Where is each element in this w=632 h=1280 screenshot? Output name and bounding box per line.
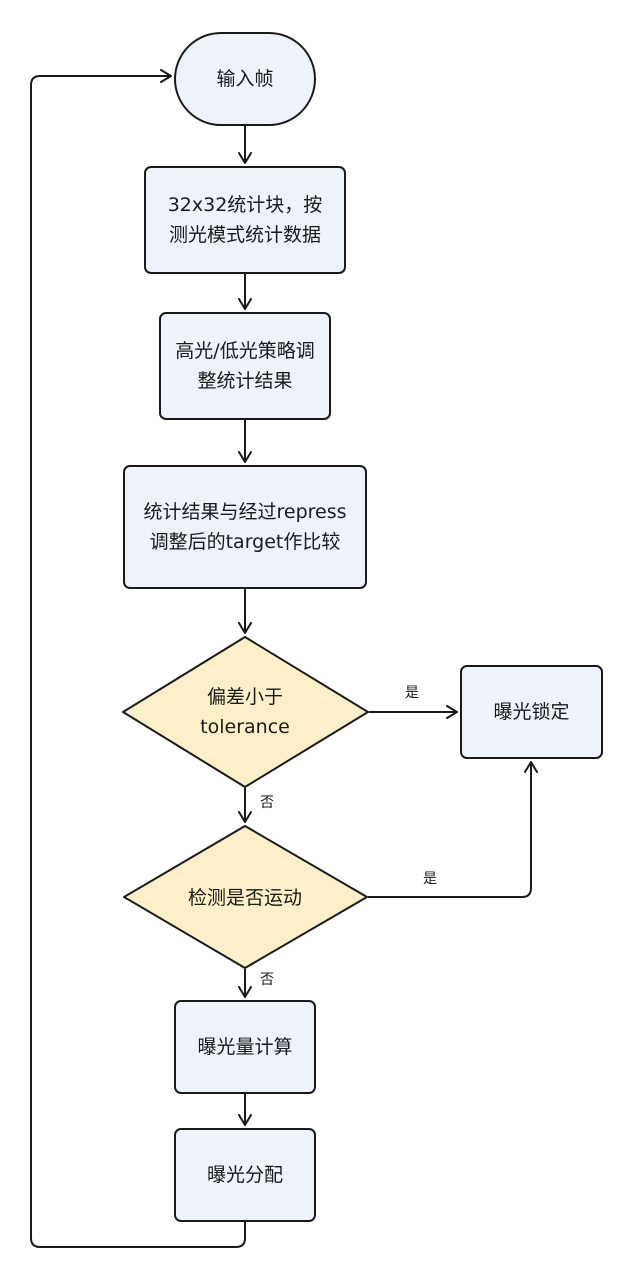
exposure-lock-box [460,665,603,759]
motion-no-label: 否 [260,972,274,988]
highlight-strategy-box [159,312,331,420]
compare-target-label: 统计结果与经过repress调整后的target作比较 [143,501,347,553]
exposure-alloc-label: 曝光分配 [206,1164,283,1186]
deviation-decision-shape [122,636,369,788]
input-frame-label: 输入帧 [216,68,274,90]
exposure-calc-label: 曝光量计算 [197,1036,293,1058]
motion-yes-label: 是 [423,871,437,887]
highlight-strategy-label: 高光/低光策略调整统计结果 [175,340,315,392]
connector-loop-back-to-start [30,69,246,1248]
deviation-no-label: 否 [260,795,274,811]
deviation-yes-label: 是 [405,685,419,701]
motion-check-label: 检测是否运动 [187,887,302,909]
start-node-shape [174,32,316,126]
block-stats-label: 32x32统计块，按测光模式统计数据 [167,194,323,246]
compare-target-box [123,465,367,589]
connector-motion-yes-to-lock [368,761,538,898]
block-stats-box [144,166,346,274]
exposure-calc-box [174,1000,316,1094]
deviation-check-label: 偏差小于tolerance [200,686,290,738]
exposure-lock-label: 曝光锁定 [493,701,570,723]
motion-decision-shape [123,825,368,969]
exposure-alloc-box [174,1128,316,1222]
